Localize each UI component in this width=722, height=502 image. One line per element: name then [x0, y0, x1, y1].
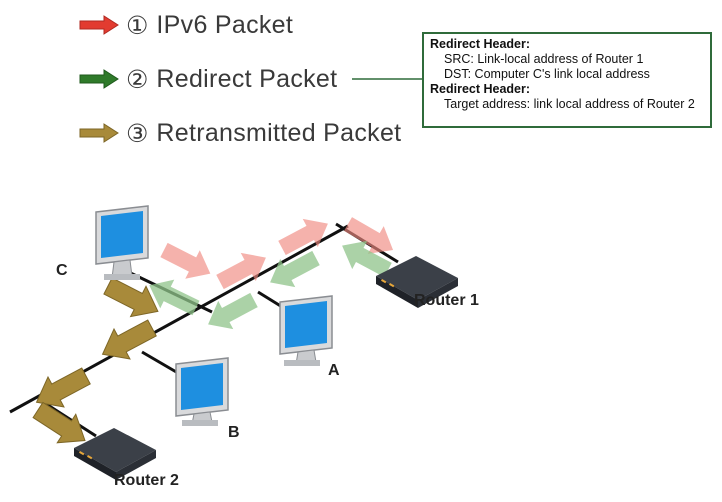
red-arrow-icon — [79, 15, 119, 35]
legend-label: Retransmitted Packet — [156, 118, 402, 147]
callout-src: SRC: Link-local address of Router 1 — [444, 52, 644, 66]
callout-header: Redirect Header: — [430, 37, 531, 51]
legend-label: Redirect Packet — [156, 64, 338, 93]
legend-number: ③ — [126, 118, 149, 148]
redirect-arrow-3 — [208, 292, 258, 330]
router-2-icon — [74, 428, 156, 480]
label-computer-c: C — [56, 262, 68, 279]
label-computer-b: B — [228, 424, 240, 441]
legend-redirect: ② Redirect Packet — [78, 62, 337, 96]
legend-number: ② — [126, 64, 149, 94]
retransmit-arrow-4 — [32, 401, 86, 444]
gold-arrow-icon — [79, 123, 119, 143]
computer-a-monitor-icon — [279, 295, 333, 366]
legend-ipv6: ① IPv6 Packet — [78, 8, 293, 42]
retransmit-packet-arrows — [32, 277, 159, 444]
callout-header: Redirect Header: — [430, 82, 531, 96]
legend-number: ① — [126, 10, 149, 40]
label-computer-a: A — [328, 362, 340, 379]
callout-target: Target address: link local address of Ro… — [444, 97, 695, 111]
router-1-icon — [376, 256, 458, 308]
ipv6-packet-arrows — [160, 217, 394, 290]
computer-b-monitor-icon — [175, 357, 229, 426]
retransmit-arrow-2 — [101, 319, 157, 360]
redirect-arrow-1 — [342, 240, 392, 278]
label-router-2: Router 2 — [114, 472, 179, 489]
ipv6-arrow-3 — [278, 218, 328, 256]
ipv6-arrow-4 — [344, 217, 394, 254]
label-router-1: Router 1 — [414, 292, 479, 309]
retransmit-arrow-3 — [35, 367, 91, 408]
redirect-arrow-4 — [149, 279, 200, 316]
computer-c-monitor-icon — [95, 205, 149, 280]
redirect-arrow-2 — [270, 250, 320, 288]
callout-dst: DST: Computer C's link local address — [444, 67, 650, 81]
redirect-packet-arrows — [149, 240, 392, 330]
green-arrow-icon — [79, 69, 119, 89]
retransmit-arrow-1 — [103, 277, 159, 318]
legend-label: IPv6 Packet — [156, 10, 294, 39]
ipv6-arrow-1 — [160, 242, 211, 279]
redirect-header-callout: Redirect Header: SRC: Link-local address… — [422, 32, 712, 128]
ipv6-arrow-2 — [216, 252, 266, 290]
legend-retransmit: ③ Retransmitted Packet — [78, 116, 401, 150]
